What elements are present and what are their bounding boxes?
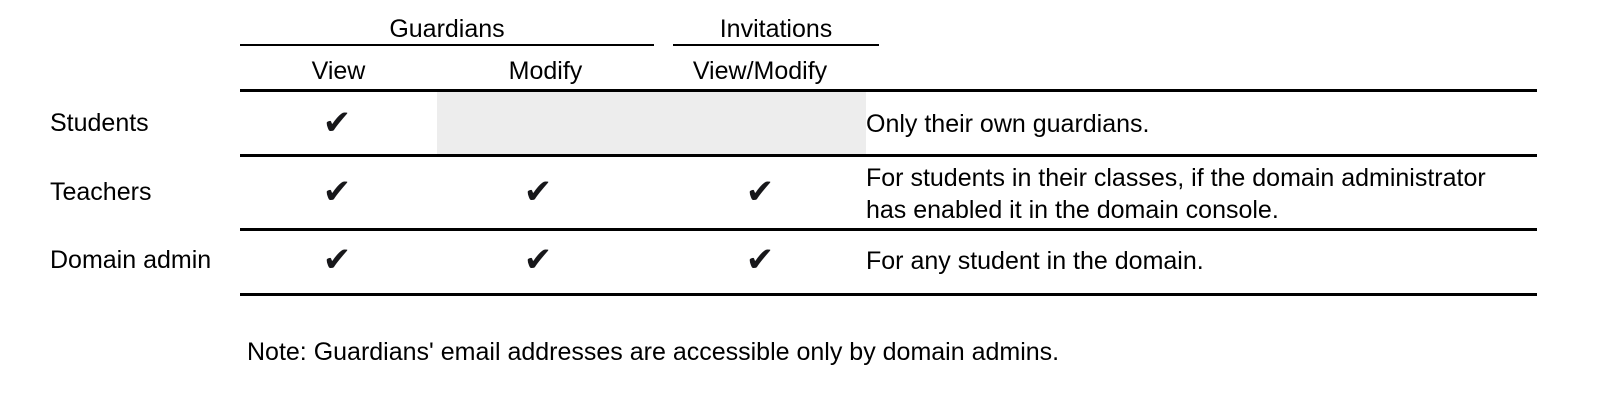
row-description-students: Only their own guardians. xyxy=(866,110,1150,138)
group-header-guardians: Guardians xyxy=(389,15,505,43)
column-header-guardians-view: View xyxy=(311,57,366,85)
checkmark-icon-domain-admin-guardians-modify: ✔ xyxy=(523,240,553,280)
row-label-domain-admin: Domain admin xyxy=(50,246,212,274)
column-header-guardians-modify: Modify xyxy=(508,57,583,85)
checkmark-icon-teachers-guardians-view: ✔ xyxy=(322,172,352,212)
table-rule-after-students xyxy=(240,154,1537,157)
rule-under-guardians-header xyxy=(240,44,654,46)
row-label-teachers: Teachers xyxy=(50,178,152,206)
table-rule-after-teachers xyxy=(240,228,1537,231)
checkmark-icon-teachers-invitations-view-modify: ✔ xyxy=(745,172,775,212)
rule-under-invitations-header xyxy=(673,44,879,46)
group-header-invitations: Invitations xyxy=(719,15,833,43)
footnote-text: Note: Guardians' email addresses are acc… xyxy=(247,338,1060,366)
checkmark-icon-teachers-guardians-modify: ✔ xyxy=(523,172,553,212)
shaded-cell-students-modify xyxy=(437,92,866,154)
column-header-invitations-view-modify: View/Modify xyxy=(692,57,828,85)
table-rule-top xyxy=(240,89,1537,92)
table-rule-bottom xyxy=(240,293,1537,296)
row-label-students: Students xyxy=(50,109,149,137)
row-description-teachers: For students in their classes, if the do… xyxy=(866,164,1486,224)
row-description-domain-admin: For any student in the domain. xyxy=(866,247,1204,275)
checkmark-icon-domain-admin-guardians-view: ✔ xyxy=(322,240,352,280)
checkmark-icon-students-guardians-view: ✔ xyxy=(322,103,352,143)
checkmark-icon-domain-admin-invitations-view-modify: ✔ xyxy=(745,240,775,280)
